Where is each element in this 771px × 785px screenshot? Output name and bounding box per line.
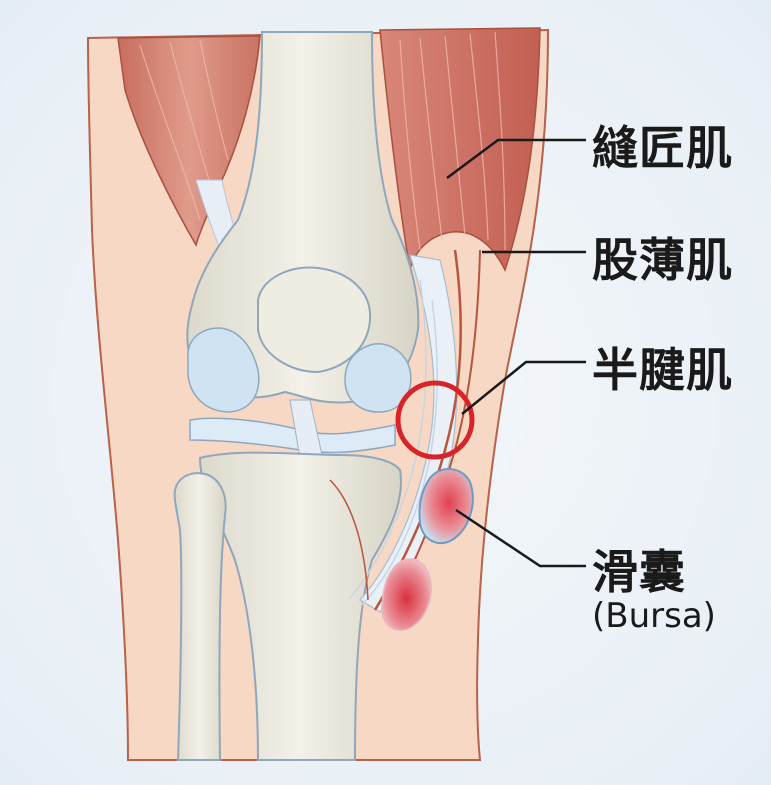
label-semitendinosus: 半腱肌 — [592, 334, 733, 400]
label-gracilis: 股薄肌 — [592, 224, 733, 290]
label-bursa: 滑囊 — [592, 536, 686, 602]
fibula — [175, 473, 226, 760]
label-sartorius: 縫匠肌 — [592, 112, 733, 178]
label-bursa-english: (Bursa) — [592, 596, 716, 636]
